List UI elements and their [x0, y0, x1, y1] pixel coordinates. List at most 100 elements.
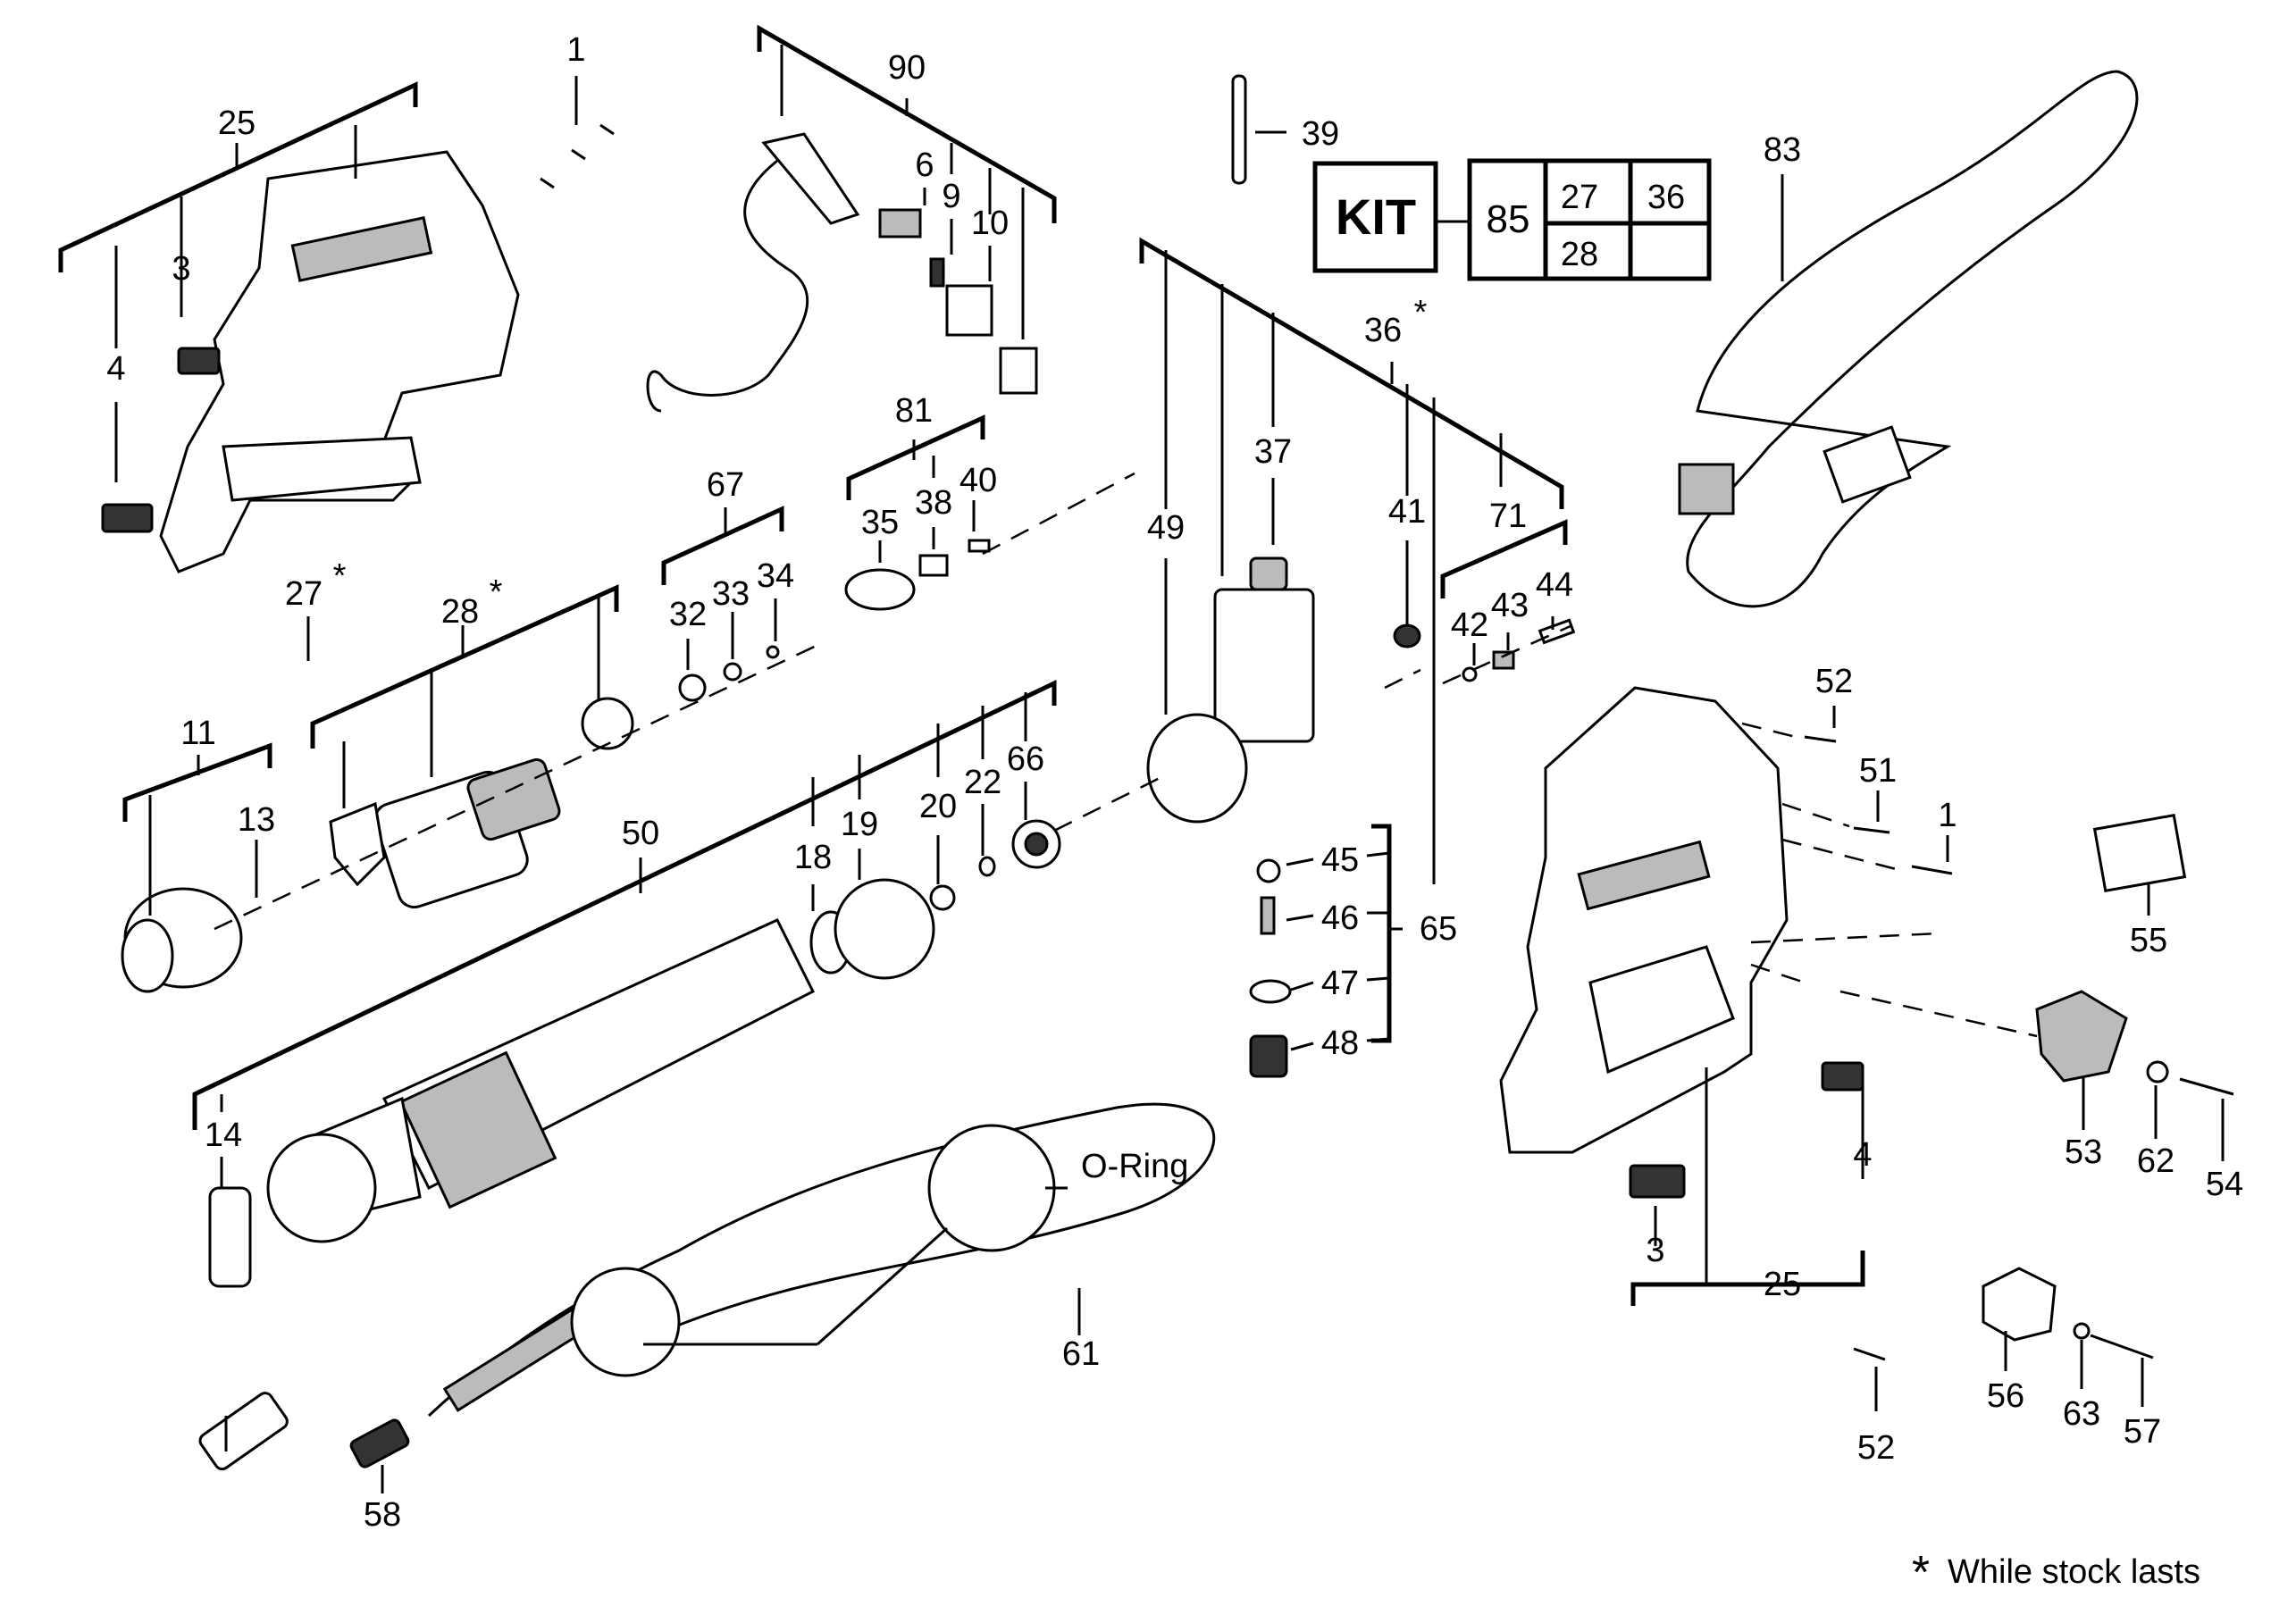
callout-50: 50 — [622, 815, 659, 852]
callout-28: 28 — [441, 593, 479, 631]
kit-label: KIT — [1336, 188, 1416, 245]
callout-25-left: 25 — [218, 105, 256, 142]
spring-46 — [1260, 896, 1276, 935]
callout-20: 20 — [919, 788, 957, 825]
callout-4-right: 4 — [1853, 1136, 1872, 1174]
stock-marker-28: * — [490, 573, 503, 611]
part-39 — [918, 554, 949, 577]
part-35 — [844, 568, 916, 611]
callout-22: 22 — [964, 764, 1001, 801]
clip-part-3-right — [1629, 1164, 1686, 1199]
callout-37: 37 — [1254, 433, 1292, 471]
plunger-cap — [266, 1133, 377, 1243]
callout-39: 38 — [915, 484, 952, 522]
oring-detail-83 — [927, 1124, 1056, 1252]
callout-52-top: 52 — [1815, 663, 1853, 700]
callout-64: 65 — [1420, 910, 1457, 948]
callout-59: 61 — [1062, 1335, 1100, 1373]
callout-49: 49 — [1147, 509, 1185, 547]
callout-54: 54 — [2206, 1166, 2243, 1203]
oring-detail-small — [570, 1267, 681, 1377]
clip-part-3-left — [177, 347, 221, 375]
screw-54 — [2179, 1077, 2234, 1096]
hose-59 — [427, 1102, 1216, 1418]
kit-number: 85 — [1487, 197, 1530, 241]
stock-marker-36: * — [1414, 294, 1428, 331]
bearing-71-inner — [1024, 832, 1049, 857]
coupler-58 — [349, 1418, 410, 1468]
bushing-32 — [678, 673, 707, 702]
callout-10: 10 — [971, 205, 1009, 242]
part-illustrations — [101, 70, 2234, 1471]
grease-tube-ribbed — [398, 1050, 557, 1209]
callout-42: 42 — [1451, 607, 1488, 644]
callout-40: 40 — [959, 462, 997, 499]
callout-67: 67 — [707, 466, 744, 504]
callout-57: 57 — [2124, 1413, 2161, 1451]
footnote-text: While stock lasts — [1948, 1553, 2200, 1591]
head-19 — [834, 878, 935, 980]
callout-1-top: 1 — [566, 31, 585, 69]
callout-58: 58 — [364, 1496, 401, 1534]
callout-53: 53 — [2065, 1134, 2102, 1171]
washer-63 — [2073, 1322, 2091, 1340]
trigger-blade — [761, 132, 860, 225]
o-ring-49 — [1146, 713, 1248, 824]
ring-34 — [766, 645, 780, 659]
callout-11: 11 — [180, 715, 215, 752]
bracket-lines — [58, 24, 2225, 1493]
part-56 — [1982, 1267, 2057, 1342]
housing-half-left-grip — [222, 436, 422, 502]
callout-65: 71 — [1489, 498, 1527, 535]
rod-38 — [1231, 74, 1247, 185]
callout-13: 13 — [238, 801, 275, 839]
housing-half-left-vents — [290, 216, 433, 282]
callout-27: 27 — [285, 575, 323, 613]
housing-half-right-grip — [1588, 945, 1735, 1075]
screw-52-bottom — [1853, 1347, 1886, 1361]
spring-43 — [1492, 650, 1515, 670]
callout-25-right: 25 — [1764, 1266, 1801, 1303]
callout-4-left: 4 — [106, 350, 125, 388]
screw-1-right — [1911, 865, 1953, 875]
callout-66: 81 — [895, 392, 933, 430]
ring-22 — [978, 856, 996, 877]
callout-63: 63 — [2063, 1395, 2100, 1433]
callout-14: 14 — [205, 1117, 242, 1154]
adapter-90 — [198, 1392, 289, 1471]
plug-48 — [1249, 1034, 1288, 1078]
housing-half-right — [1499, 686, 1789, 1154]
screw-52-top — [1804, 735, 1837, 743]
footnote: * While stock lasts — [1912, 1547, 2200, 1599]
armature-28-winding — [466, 757, 561, 841]
screw-set-1-top — [540, 123, 615, 189]
callout-48: 48 — [1321, 1025, 1359, 1062]
callout-44: 44 — [1536, 566, 1573, 604]
plunger-handle-14 — [208, 1186, 252, 1288]
kit-contents-box — [1467, 158, 1712, 281]
part-42 — [1462, 666, 1478, 682]
kit-content-2: 36 — [1647, 179, 1685, 216]
callout-45: 45 — [1321, 841, 1359, 879]
screw-57 — [2090, 1334, 2154, 1359]
switch-part-6 — [878, 208, 922, 238]
part-40 — [968, 539, 991, 553]
callout-55: 55 — [2130, 922, 2167, 959]
bracket-28 — [329, 801, 386, 887]
footnote-symbol: * — [1912, 1547, 1930, 1599]
kit-table: KIT 85 27 36 28 — [1312, 158, 1712, 281]
kit-content-1: 27 — [1561, 179, 1598, 216]
shoulder-strap-81 — [1686, 70, 2139, 608]
label-55 — [2092, 813, 2187, 893]
callout-51: 51 — [1859, 752, 1897, 790]
callout-36: 36 — [1364, 312, 1402, 349]
callout-19: 19 — [841, 806, 878, 843]
clip-part-4-left — [101, 503, 154, 533]
screw-51 — [1853, 826, 1890, 834]
callout-32: 32 — [669, 596, 707, 633]
oring-label: O-Ring — [1081, 1148, 1188, 1185]
strap-buckle — [1678, 463, 1735, 515]
pin-44 — [1538, 618, 1576, 645]
callout-labels: 1 25 3 4 90 6 9 10 39 83 36 * 37 49 41 7… — [106, 31, 2243, 1534]
oring-connector-2 — [816, 1226, 949, 1346]
